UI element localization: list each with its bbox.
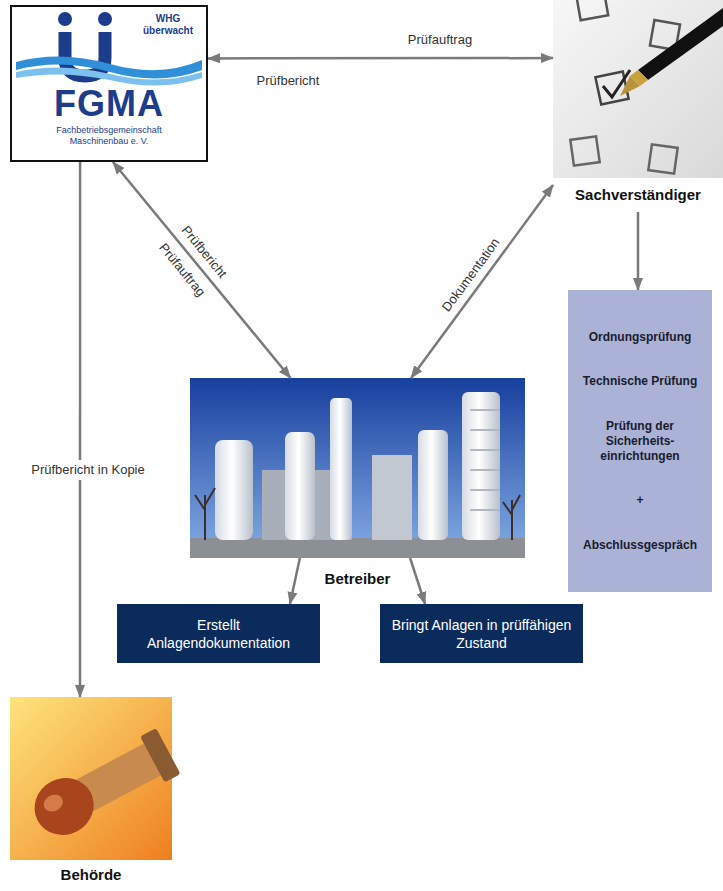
illustration-part xyxy=(638,8,723,80)
logo-art xyxy=(10,5,208,162)
node-text: Fachbetriebsgemeinschaft Maschinenbau e.… xyxy=(34,125,184,147)
illustration-part xyxy=(330,398,352,540)
illustration-part xyxy=(285,432,315,540)
illustration-part xyxy=(58,12,72,26)
connector-arrow xyxy=(637,212,640,290)
process-box: OrdnungsprüfungTechnische PrüfungPrüfung… xyxy=(568,290,712,592)
task-box: Erstellt Anlagendokumentation xyxy=(117,604,320,663)
edge-label: Prüfauftrag xyxy=(408,32,472,48)
illustration-part xyxy=(418,430,448,540)
connector-arrow xyxy=(411,185,553,378)
plant-photo xyxy=(190,378,525,558)
illustration-part xyxy=(570,136,599,165)
node-text: Behörde xyxy=(10,866,172,884)
illustration-part xyxy=(98,12,112,26)
illustration-part xyxy=(462,392,500,540)
checklist-art xyxy=(553,0,723,178)
illustration-part xyxy=(648,144,677,173)
authority-node: Behörde xyxy=(10,697,172,860)
illustration-part xyxy=(620,76,640,96)
node-text: Sachverständiger xyxy=(553,186,723,204)
illustration-part xyxy=(372,455,412,540)
illustration-part xyxy=(24,768,103,846)
illustration-part xyxy=(470,410,500,510)
illustration-part xyxy=(190,538,525,558)
operator-node: Betreiber xyxy=(190,378,525,558)
illustration-part xyxy=(576,0,608,20)
connector-arrow xyxy=(113,162,291,378)
connector-arrow xyxy=(208,57,553,60)
node-text: Erstellt Anlagendokumentation xyxy=(125,616,312,652)
edge-label: Prüfbericht in Kopie xyxy=(28,460,147,480)
node-text: FGMA xyxy=(12,85,206,123)
logo-box: WHG überwachtFGMAFachbetriebsgemeinschaf… xyxy=(10,5,208,162)
node-text: WHG überwacht xyxy=(136,13,200,37)
illustration-part xyxy=(41,791,66,815)
connector-arrow xyxy=(290,558,300,604)
node-text: Betreiber xyxy=(190,570,525,588)
illustration-part xyxy=(195,488,520,540)
node-text: + xyxy=(636,493,643,508)
illustration-part xyxy=(215,440,253,540)
illustration-part xyxy=(10,5,208,162)
illustration-part xyxy=(553,0,723,178)
node-text: Bringt Anlagen in prüffähigen Zustand xyxy=(388,616,575,652)
connector-arrow xyxy=(410,558,425,604)
expert-node: Sachverständiger xyxy=(553,0,723,212)
illustration-part xyxy=(595,71,628,104)
stamp-art xyxy=(10,697,181,860)
node-text: Abschlussgespräch xyxy=(583,538,697,553)
illustration-part xyxy=(140,728,180,782)
illustration-part xyxy=(16,67,202,85)
illustration-part xyxy=(24,726,181,845)
free-label: Prüfbericht xyxy=(257,73,320,89)
connector-arrow xyxy=(79,162,82,697)
node-text: Prüfung der Sicherheits- einrichtungen xyxy=(574,419,706,464)
edge-label: Dokumentation xyxy=(438,235,503,315)
task-box: Bringt Anlagen in prüffähigen Zustand xyxy=(380,604,583,663)
node-text: Technische Prüfung xyxy=(583,374,697,389)
node-text: Ordnungsprüfung xyxy=(589,330,692,345)
illustration-part xyxy=(190,378,525,558)
